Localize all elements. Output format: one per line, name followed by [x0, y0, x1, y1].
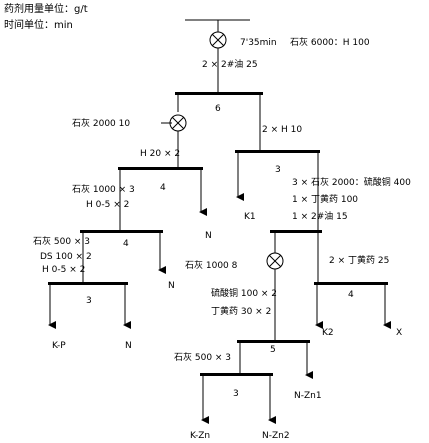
cell-bar-op3b — [235, 150, 320, 153]
cell-bar-op6 — [175, 92, 263, 95]
op5-cuso4: 硫酸铜 100 × 2 — [211, 287, 277, 299]
op4a-out-n: N — [205, 231, 212, 241]
grind-symbol-2 — [266, 252, 284, 270]
cell-bar-op3a — [48, 282, 128, 285]
op3a-out-n: N — [125, 341, 132, 351]
op3c-out-nzn2: N-Zn2 — [262, 431, 290, 441]
grind2-xanthate: 2 × 丁黄药 25 — [329, 254, 389, 266]
cell-bar-op4a — [118, 167, 203, 170]
op5-label: 5 — [270, 345, 276, 355]
op3b-label: 3 — [275, 165, 281, 175]
cell-bar-op3c — [200, 373, 273, 376]
time-unit-text: 时间单位：min — [4, 18, 73, 31]
op3c-lime: 石灰 500 × 3 — [174, 351, 231, 363]
op4a-lime: 石灰 1000 × 3 — [72, 183, 135, 195]
op4b-lime: 石灰 500 × 3 — [33, 235, 90, 247]
op6-h-right: 2 × H 10 — [262, 125, 302, 135]
op3b-reagent1: 3 × 石灰 2000：硫酸铜 400 — [292, 176, 411, 188]
op3a-out-kp: K-P — [52, 341, 66, 351]
op4b-h: H 0-5 × 2 — [42, 265, 85, 275]
op3c-out-kzn: K-Zn — [190, 431, 210, 441]
op3a-label: 3 — [86, 296, 92, 306]
op5-out-nzn1: N-Zn1 — [294, 391, 322, 401]
op4b-ds: DS 100 × 2 — [40, 252, 92, 262]
op3b-reagent2: 1 × 丁黄药 100 — [292, 193, 358, 205]
grind2-lime: 石灰 1000 8 — [185, 259, 238, 271]
op6-lime: 石灰 2000 10 — [72, 117, 130, 129]
cell-bar-op4b — [80, 230, 163, 233]
op3b-reagent3: 1 × 2#油 15 — [292, 210, 348, 222]
op4a-label: 4 — [160, 183, 166, 193]
grind-symbol-1 — [209, 31, 227, 49]
op4c-out-k2: K2 — [322, 328, 334, 338]
grind-lime-h: 石灰 6000：H 100 — [290, 36, 370, 48]
op6-h-left: H 20 × 2 — [140, 149, 180, 159]
op4b-out-n: N — [168, 281, 175, 291]
op4b-label: 4 — [123, 239, 129, 249]
op6-label: 6 — [215, 104, 221, 114]
op4a-h: H 0-5 × 2 — [86, 200, 129, 210]
op4c-label: 4 — [348, 290, 354, 300]
op3b-out-k1: K1 — [244, 212, 256, 222]
op3c-label: 3 — [233, 389, 239, 399]
dosage-unit-text: 药剂用量单位：g/t — [4, 2, 88, 15]
cell-bar-split — [270, 230, 322, 233]
grind-symbol-op6 — [169, 114, 187, 132]
cell-bar-op5 — [237, 340, 310, 343]
grind-time: 7'35min — [240, 38, 277, 48]
op4c-out-x: X — [396, 328, 402, 338]
grind-oil: 2 × 2#油 25 — [202, 58, 258, 70]
cell-bar-op4c — [314, 282, 388, 285]
op5-xanthate: 丁黄药 30 × 2 — [211, 305, 271, 317]
